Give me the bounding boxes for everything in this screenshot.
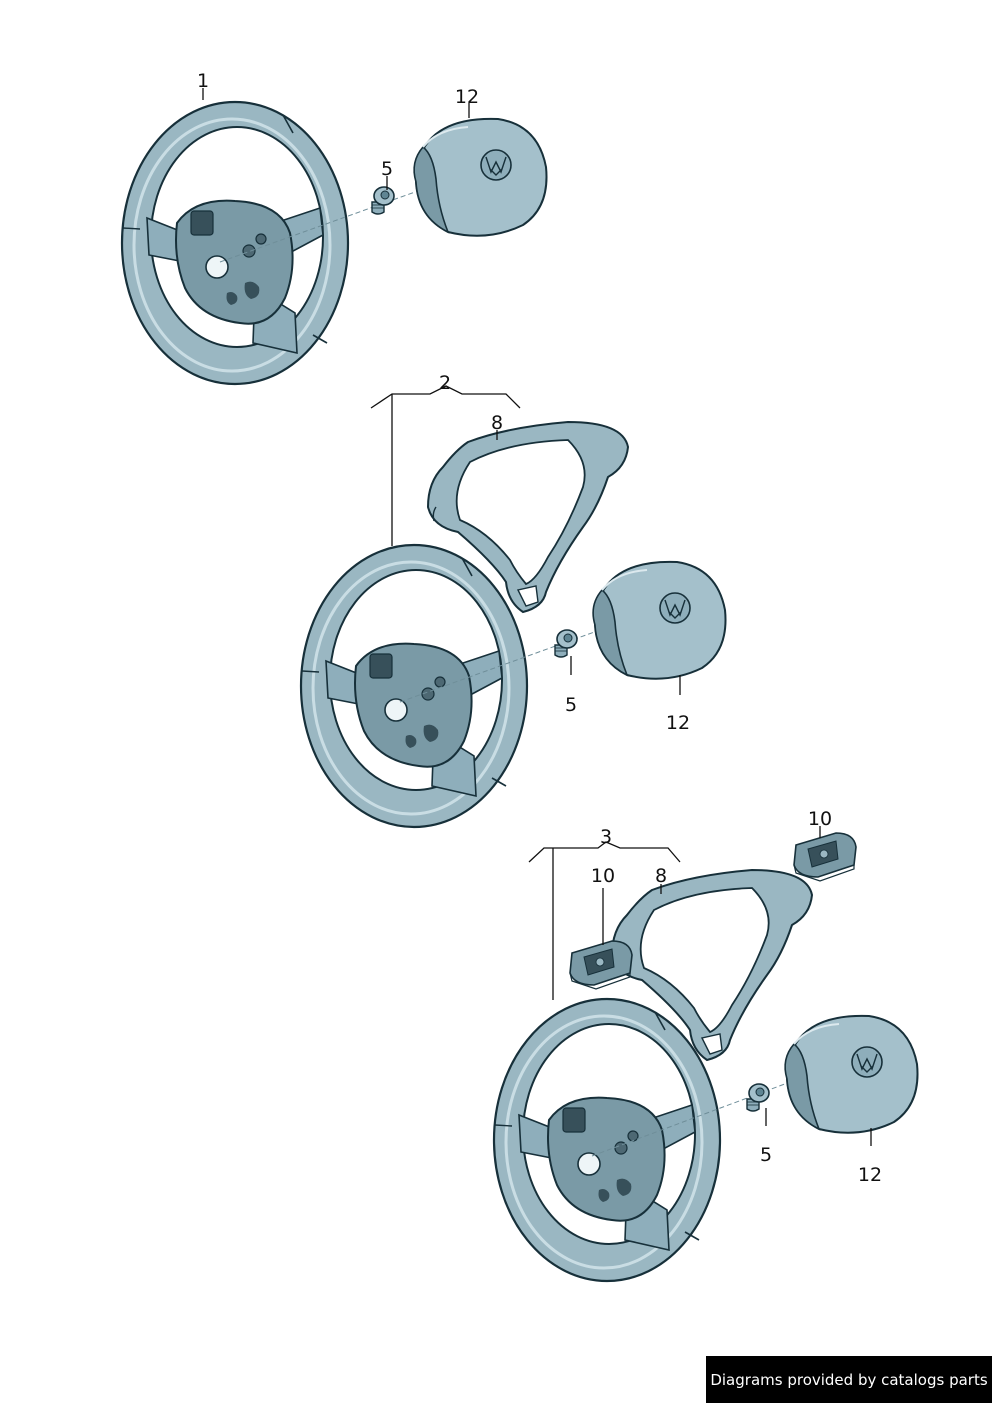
callout-steering-wheel-2: 2 [439, 372, 451, 394]
callout-switch-left: 10 [591, 865, 615, 887]
footer-credit-banner: Diagrams provided by catalogs parts [706, 1356, 992, 1403]
airbag-middle [592, 560, 727, 680]
callout-bolt-bottom: 5 [760, 1144, 772, 1166]
callout-trim-cover-bottom: 8 [655, 865, 667, 887]
switch-right [793, 832, 857, 882]
bolt-bottom [746, 1083, 770, 1112]
switch-left [569, 940, 633, 990]
callout-steering-wheel-3: 3 [600, 826, 612, 848]
footer-credit-text: Diagrams provided by catalogs parts [710, 1370, 988, 1389]
callout-airbag-middle: 12 [666, 712, 690, 734]
airbag-top [413, 117, 548, 237]
callout-trim-cover-middle: 8 [491, 412, 503, 434]
callout-bolt-middle: 5 [565, 694, 577, 716]
bolt-middle [554, 629, 578, 658]
callout-steering-wheel-1: 1 [197, 70, 209, 92]
steering-wheel-1 [120, 100, 350, 386]
callout-bolt-top: 5 [381, 158, 393, 180]
airbag-bottom [784, 1014, 919, 1134]
callout-airbag-top: 12 [455, 86, 479, 108]
bolt-top [371, 186, 395, 215]
steering-wheel-2 [299, 543, 529, 829]
steering-wheel-3 [492, 997, 722, 1283]
callout-switch-right: 10 [808, 808, 832, 830]
callout-airbag-bottom: 12 [858, 1164, 882, 1186]
